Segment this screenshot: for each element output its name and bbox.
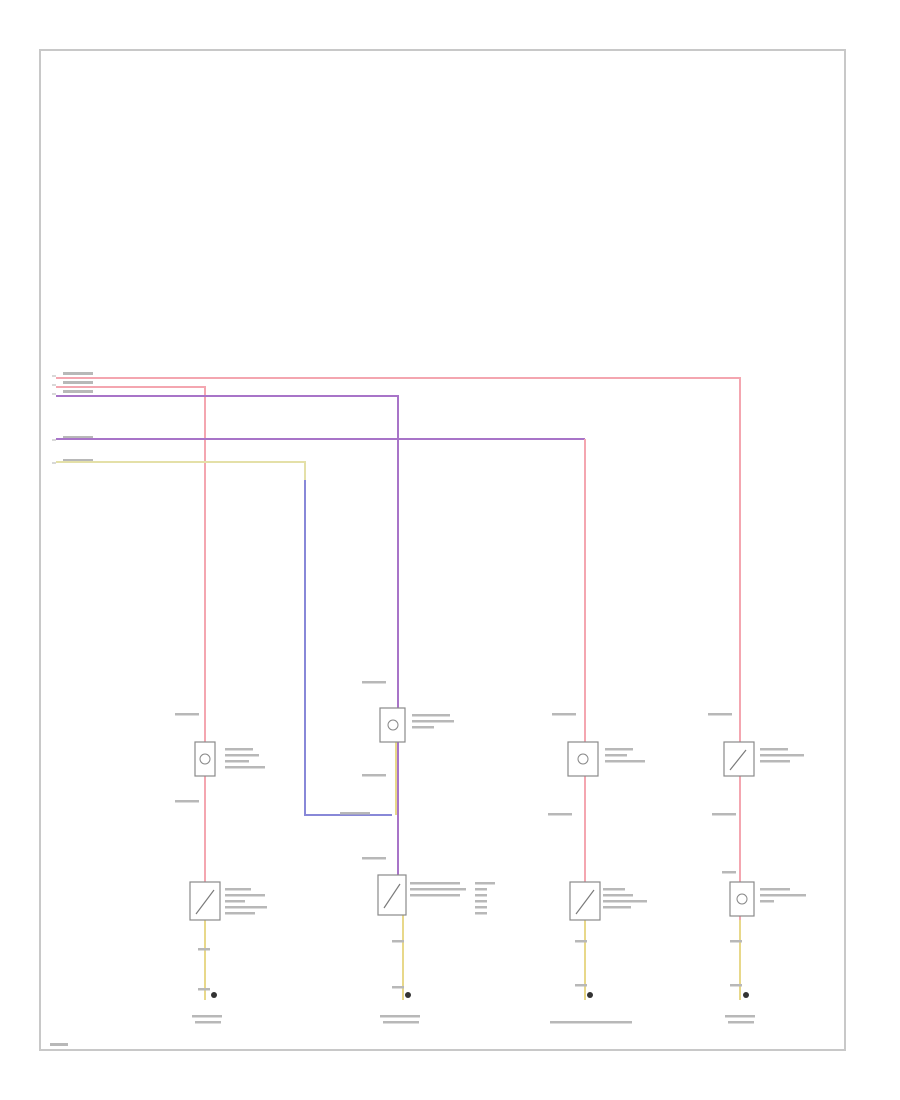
diagram-frame: [39, 49, 846, 1051]
ground-g2: [380, 992, 420, 1024]
component-c7: [569, 881, 647, 921]
ground-g3: [550, 992, 632, 1024]
wire-red-top: [56, 377, 741, 1000]
component-c8: [729, 881, 806, 917]
component-c1: [194, 741, 265, 777]
ground-g4: [725, 992, 755, 1024]
component-c4: [723, 741, 804, 777]
wire-purple-center: [56, 395, 399, 880]
component-c5: [189, 881, 267, 921]
wire-yellow-blue: [56, 461, 392, 816]
component-c6: [377, 874, 495, 916]
ground-g1: [192, 992, 222, 1024]
footer-reference: [50, 1043, 68, 1046]
wire-yellow-grounds: [204, 740, 741, 1000]
wire-purple-red-right: [56, 438, 586, 1000]
component-c2: [379, 707, 454, 743]
component-c3: [567, 741, 645, 777]
wire-red-left: [56, 386, 206, 1000]
wire-label-stubs: [63, 372, 93, 462]
left-connector-terminals: [52, 375, 56, 464]
vertical-wire-labels: [175, 681, 742, 991]
